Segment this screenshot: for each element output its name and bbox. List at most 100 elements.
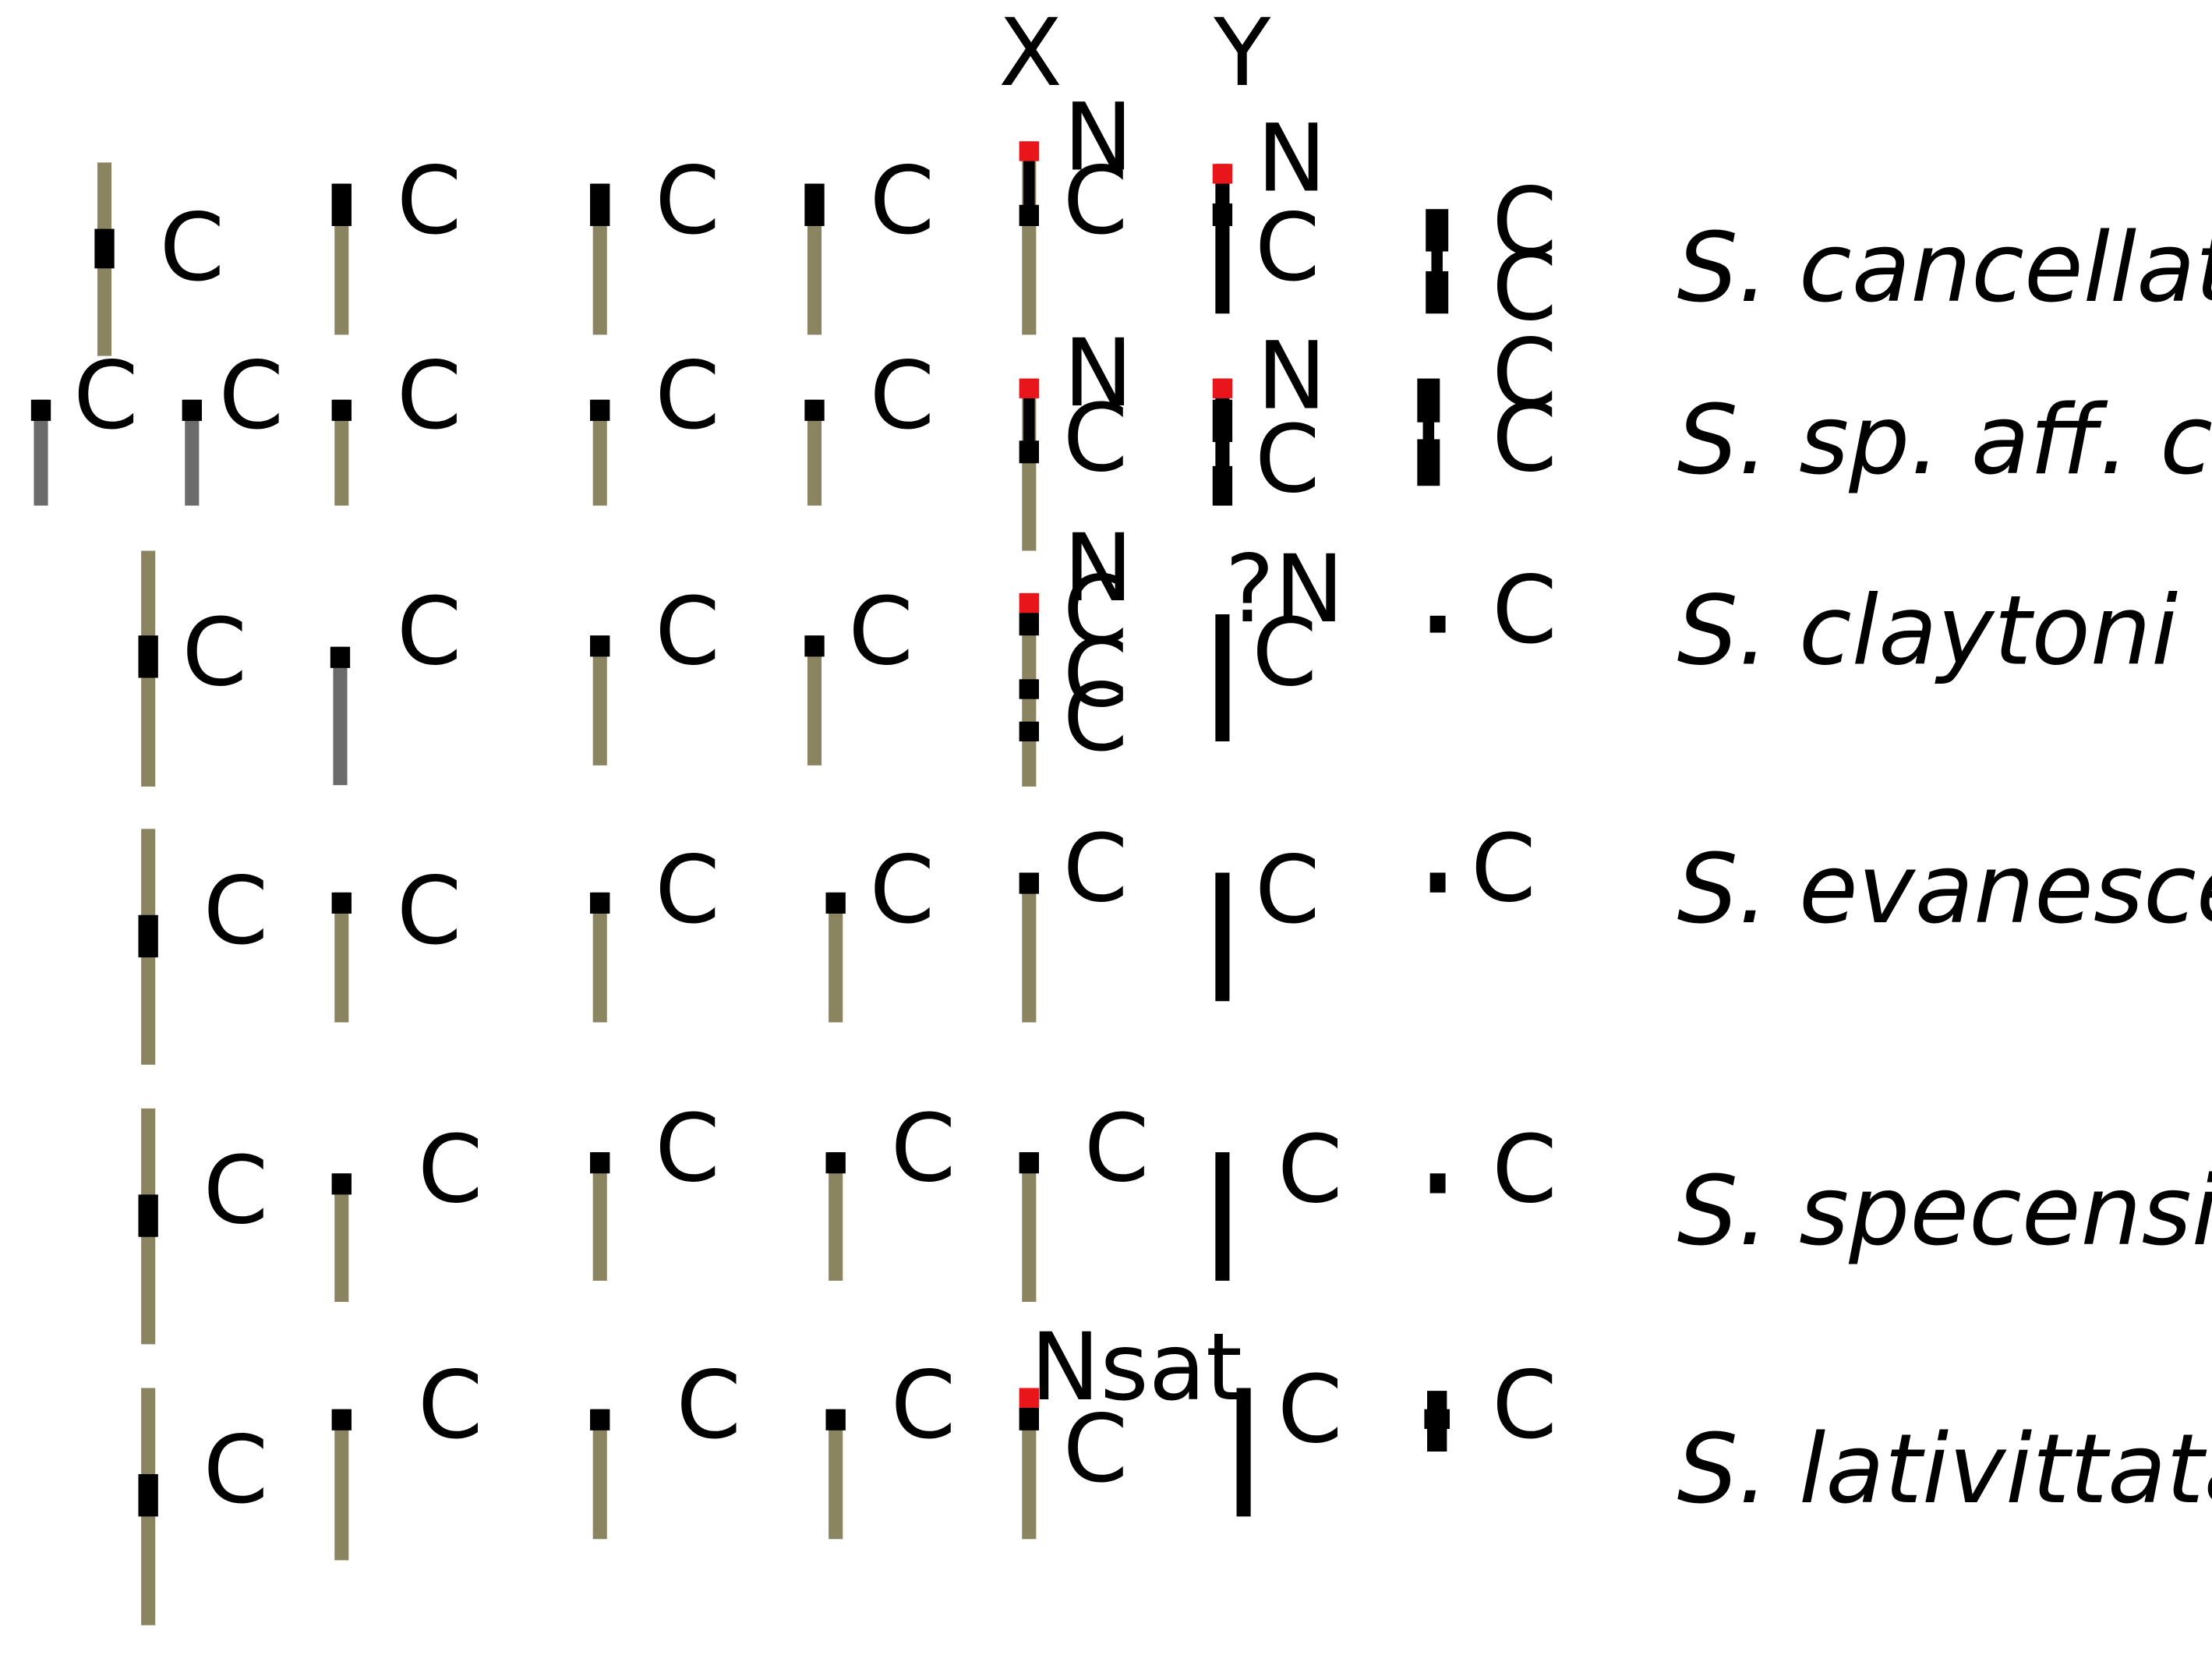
c-band — [804, 183, 825, 226]
centromere — [1431, 248, 1443, 274]
species-name: S. lativittata — [1677, 1414, 2212, 1526]
c-band-label: C — [676, 1352, 740, 1460]
c-band — [331, 183, 352, 226]
c-band-label: C — [655, 342, 719, 451]
c-band-label: C — [1255, 194, 1320, 302]
chromosome-arm — [34, 399, 48, 506]
chromosome-arm — [807, 399, 822, 506]
chromosome-4: C — [825, 836, 935, 1023]
nor-label: N — [1256, 323, 1326, 431]
c-band — [182, 399, 202, 421]
nor-marker — [1019, 592, 1039, 614]
chromosome-arm — [1215, 164, 1230, 314]
c-band-label: C — [1492, 234, 1557, 342]
c-band — [138, 914, 158, 958]
c-band-label: C — [397, 578, 461, 686]
chromosome-3: C — [590, 1094, 720, 1281]
karyotype-row-lativittata: C C C C Nsat C C — [138, 1314, 2212, 1625]
c-band-label: C — [1084, 1094, 1149, 1203]
c-band — [1019, 613, 1039, 636]
c-band — [804, 635, 825, 657]
c-band-label: C — [1492, 168, 1557, 277]
micro-chromosome: C — [1429, 557, 1557, 665]
chromosome-1: C — [138, 550, 247, 787]
chromosome-3: C — [590, 147, 720, 335]
chromosome-arm — [334, 1409, 349, 1561]
c-band — [138, 1194, 158, 1237]
chromosome-2: C — [330, 578, 461, 786]
y-chromosome: N C — [1212, 105, 1327, 314]
chromosome-arm — [592, 399, 607, 506]
y-chromosome-header: Y — [1213, 0, 1271, 108]
c-band-label: C — [1063, 147, 1128, 256]
nor-label: ?N — [1225, 536, 1345, 644]
chromosome-arm — [592, 1409, 607, 1540]
karyotype-row-claytoni: C C C C N C C C ?N — [138, 515, 2178, 787]
c-band — [138, 1473, 158, 1517]
chromosome-arm — [185, 399, 200, 506]
chromosome-4: C — [804, 147, 935, 335]
c-band — [138, 635, 158, 678]
nor-label: N — [1063, 320, 1133, 428]
chromosome-arm — [807, 635, 822, 766]
nor-marker — [1212, 164, 1233, 184]
nor-marker — [1019, 378, 1039, 398]
c-band-label: C — [203, 1416, 268, 1525]
chromosome-arm — [1236, 1388, 1251, 1517]
chromosome-3: C — [590, 836, 720, 1023]
species-name: S. specensis — [1677, 1156, 2212, 1268]
c-band — [1019, 440, 1039, 464]
c-band-label: C — [1471, 815, 1535, 924]
chromosome-5: C — [804, 342, 935, 506]
chromosome-body — [1427, 1391, 1447, 1452]
micro-chromosome: C — [1429, 815, 1536, 924]
chromosome-arm — [1215, 1152, 1230, 1281]
c-band-label: C — [655, 836, 719, 945]
c-band-label: C — [219, 342, 284, 451]
c-band-label: C — [418, 1116, 482, 1224]
chromosome-4: C — [825, 1094, 956, 1281]
chromosome-2: C — [331, 147, 461, 335]
c-band-label: C — [203, 1137, 268, 1246]
c-band-label: C — [1255, 405, 1320, 514]
c-band — [331, 892, 352, 914]
x-chromosome: Nsat C — [1019, 1314, 1242, 1540]
c-band — [1019, 872, 1039, 894]
species-name: S. sp. aff. cancellata — [1677, 385, 2212, 497]
chromosome-arm — [829, 1409, 843, 1540]
species-name: S. evanescens — [1677, 834, 2212, 946]
c-band-label: C — [655, 578, 719, 686]
c-band — [1019, 1152, 1039, 1174]
karyotype-row-specensis: C C C C C C C S. specensi — [138, 1094, 2212, 1345]
c-band — [1212, 399, 1233, 443]
c-band-label: C — [73, 342, 138, 451]
c-band-label: C — [1277, 1116, 1342, 1224]
micro-chromosome: C — [1429, 1116, 1557, 1224]
chromosome-body — [1429, 872, 1446, 893]
micro-chromosome: C — [1424, 1352, 1557, 1460]
c-band — [1019, 204, 1039, 226]
chromosome-arm — [592, 635, 607, 766]
y-chromosome: ?N C — [1215, 536, 1345, 742]
chromosome-arm — [334, 892, 349, 1023]
nor-label: N — [1063, 515, 1133, 623]
c-band-label: C — [1063, 384, 1128, 493]
c-band-label: C — [160, 194, 224, 302]
c-band — [590, 183, 610, 226]
c-band — [30, 399, 51, 421]
karyotype-row-evanescens: C C C C C C C S. evanesce — [138, 815, 2212, 1065]
nsat-label: Nsat — [1030, 1314, 1242, 1422]
nor-marker — [1019, 1388, 1039, 1408]
chromosome-3: C — [590, 578, 720, 766]
chromosome-3: C — [331, 342, 461, 506]
c-band-label: C — [891, 1352, 956, 1460]
chromosome-2: C — [331, 1116, 482, 1303]
c-band — [1019, 679, 1039, 699]
chromosome-1: C — [30, 342, 139, 506]
y-chromosome: N C — [1212, 323, 1327, 514]
c-band-label: C — [655, 1094, 719, 1203]
nor-label: N — [1063, 84, 1133, 193]
chromosome-body — [1429, 1173, 1446, 1194]
chromosome-4: C — [804, 578, 913, 766]
